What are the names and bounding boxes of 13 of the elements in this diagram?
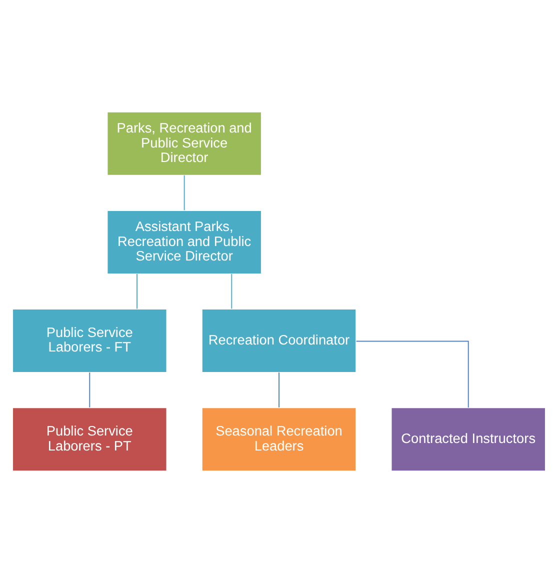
connector (278, 372, 280, 408)
node-box: Contracted Instructors (390, 406, 546, 472)
connector (231, 272, 232, 309)
node-box: Assistant Parks, Recreation and Public Service Director (106, 210, 262, 274)
node-box: Recreation Coordinator (201, 308, 357, 372)
node-box: Public Service Laborers - FT (12, 308, 168, 372)
node-box: Parks, Recreation and Public Service Director (106, 110, 262, 176)
connector (136, 272, 138, 309)
node-box: Public Service Laborers - PT (12, 406, 168, 472)
connector (356, 340, 469, 408)
connector (184, 174, 185, 210)
connector (89, 372, 90, 408)
node-box: Seasonal Recreation Leaders (201, 406, 357, 472)
